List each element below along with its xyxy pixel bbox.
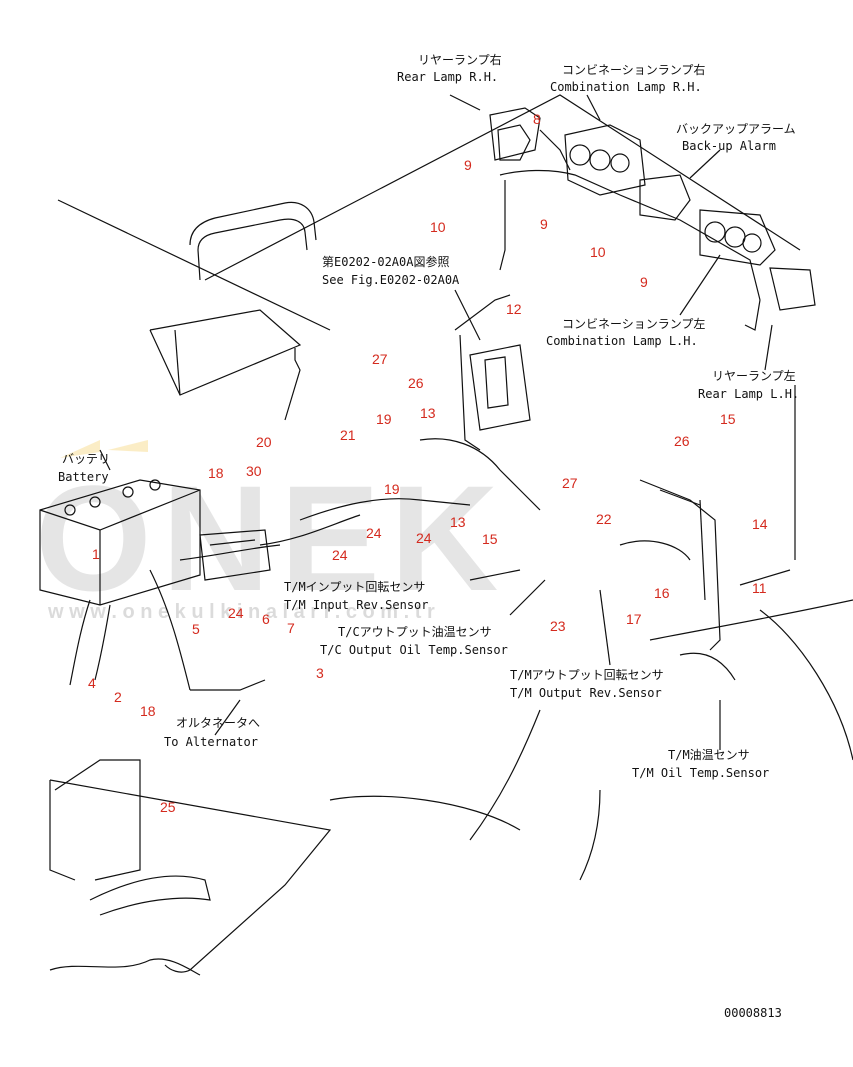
part-number: 5 xyxy=(192,621,200,637)
part-number: 15 xyxy=(482,531,498,547)
part-number: 17 xyxy=(626,611,642,627)
part-number: 9 xyxy=(640,274,648,290)
part-number: 19 xyxy=(384,481,400,497)
watermark-brand: ONEK xyxy=(35,454,508,622)
part-number: 8 xyxy=(533,111,541,127)
tm-output-sensor-jp-label: T/Mアウトプット回転センサ xyxy=(510,668,664,682)
part-number: 6 xyxy=(262,611,270,627)
battery-en-label: Battery xyxy=(58,470,109,484)
alternator-jp-label: オルタネータへ xyxy=(176,716,260,730)
part-number: 26 xyxy=(674,433,690,449)
part-number: 19 xyxy=(376,411,392,427)
part-number: 16 xyxy=(654,585,670,601)
part-number: 30 xyxy=(246,463,262,479)
part-number: 21 xyxy=(340,427,356,443)
see-fig-en-label: See Fig.E0202-02A0A xyxy=(322,273,460,287)
part-number: 10 xyxy=(590,244,606,260)
tc-output-sensor-jp-label: T/Cアウトプット油温センサ xyxy=(338,625,492,639)
part-number: 24 xyxy=(332,547,348,563)
part-number: 25 xyxy=(160,799,176,815)
labels: リヤーランプ右 Rear Lamp R.H. コンビネーションランプ右 Comb… xyxy=(58,52,799,1020)
tm-oil-temp-sensor-jp-label: T/M油温センサ xyxy=(668,748,750,762)
part-numbers: 8 9 10 9 10 9 12 27 26 19 13 21 20 30 18… xyxy=(88,111,768,815)
part-number: 14 xyxy=(752,516,768,532)
see-fig-jp-label: 第E0202-02A0A図参照 xyxy=(322,254,449,269)
drawing-number: 00008813 xyxy=(724,1006,782,1020)
tm-output-sensor-en-label: T/M Output Rev.Sensor xyxy=(510,686,662,700)
part-number: 27 xyxy=(372,351,388,367)
tm-oil-temp-sensor-en-label: T/M Oil Temp.Sensor xyxy=(632,766,769,780)
tc-output-sensor-en-label: T/C Output Oil Temp.Sensor xyxy=(320,643,508,657)
watermark-logo-icon: ONEK xyxy=(35,440,508,622)
part-number: 20 xyxy=(256,434,272,450)
tm-input-sensor-jp-label: T/Mインプット回転センサ xyxy=(284,580,425,594)
battery-jp-label: バッテリ xyxy=(62,452,110,466)
part-number: 23 xyxy=(550,618,566,634)
watermark-url: w w w . o n e k u l k i n a l a r i . c … xyxy=(47,601,435,623)
part-number: 7 xyxy=(287,620,295,636)
part-number: 22 xyxy=(596,511,612,527)
alternator-en-label: To Alternator xyxy=(164,735,258,749)
backup-alarm-en-label: Back-up Alarm xyxy=(682,139,776,153)
rear-lamp-rh-jp-label: リヤーランプ右 xyxy=(418,52,502,67)
rear-lamp-lh-jp-label: リヤーランプ左 xyxy=(712,368,796,383)
part-number: 18 xyxy=(140,703,156,719)
part-number: 4 xyxy=(88,675,96,691)
part-number: 18 xyxy=(208,465,224,481)
part-number: 9 xyxy=(464,157,472,173)
part-number: 26 xyxy=(408,375,424,391)
rear-lamp-rh-en-label: Rear Lamp R.H. xyxy=(397,70,498,84)
combination-lamp-lh-jp-label: コンビネーションランプ左 xyxy=(562,316,705,331)
part-number: 27 xyxy=(562,475,578,491)
part-number: 9 xyxy=(540,216,548,232)
part-number: 3 xyxy=(316,665,324,681)
part-number: 24 xyxy=(228,605,244,621)
line-art xyxy=(39,94,853,976)
part-number: 11 xyxy=(752,580,767,596)
tm-input-sensor-en-label: T/M Input Rev.Sensor xyxy=(284,598,429,612)
combination-lamp-rh-jp-label: コンビネーションランプ右 xyxy=(562,62,705,77)
backup-alarm-jp-label: バックアップアラーム xyxy=(676,122,796,136)
part-number: 2 xyxy=(114,689,122,705)
watermark: ONEK w w w . o n e k u l k i n a l a r i… xyxy=(35,440,508,623)
part-number: 13 xyxy=(420,405,436,421)
combination-lamp-rh-en-label: Combination Lamp R.H. xyxy=(550,80,702,94)
part-number: 24 xyxy=(416,530,432,546)
combination-lamp-lh-en-label: Combination Lamp L.H. xyxy=(546,334,698,348)
part-number: 10 xyxy=(430,219,446,235)
part-number: 1 xyxy=(92,546,100,562)
rear-lamp-lh-en-label: Rear Lamp L.H. xyxy=(698,387,799,401)
part-number: 13 xyxy=(450,514,466,530)
part-number: 15 xyxy=(720,411,736,427)
part-number: 24 xyxy=(366,525,382,541)
part-number: 12 xyxy=(506,301,522,317)
